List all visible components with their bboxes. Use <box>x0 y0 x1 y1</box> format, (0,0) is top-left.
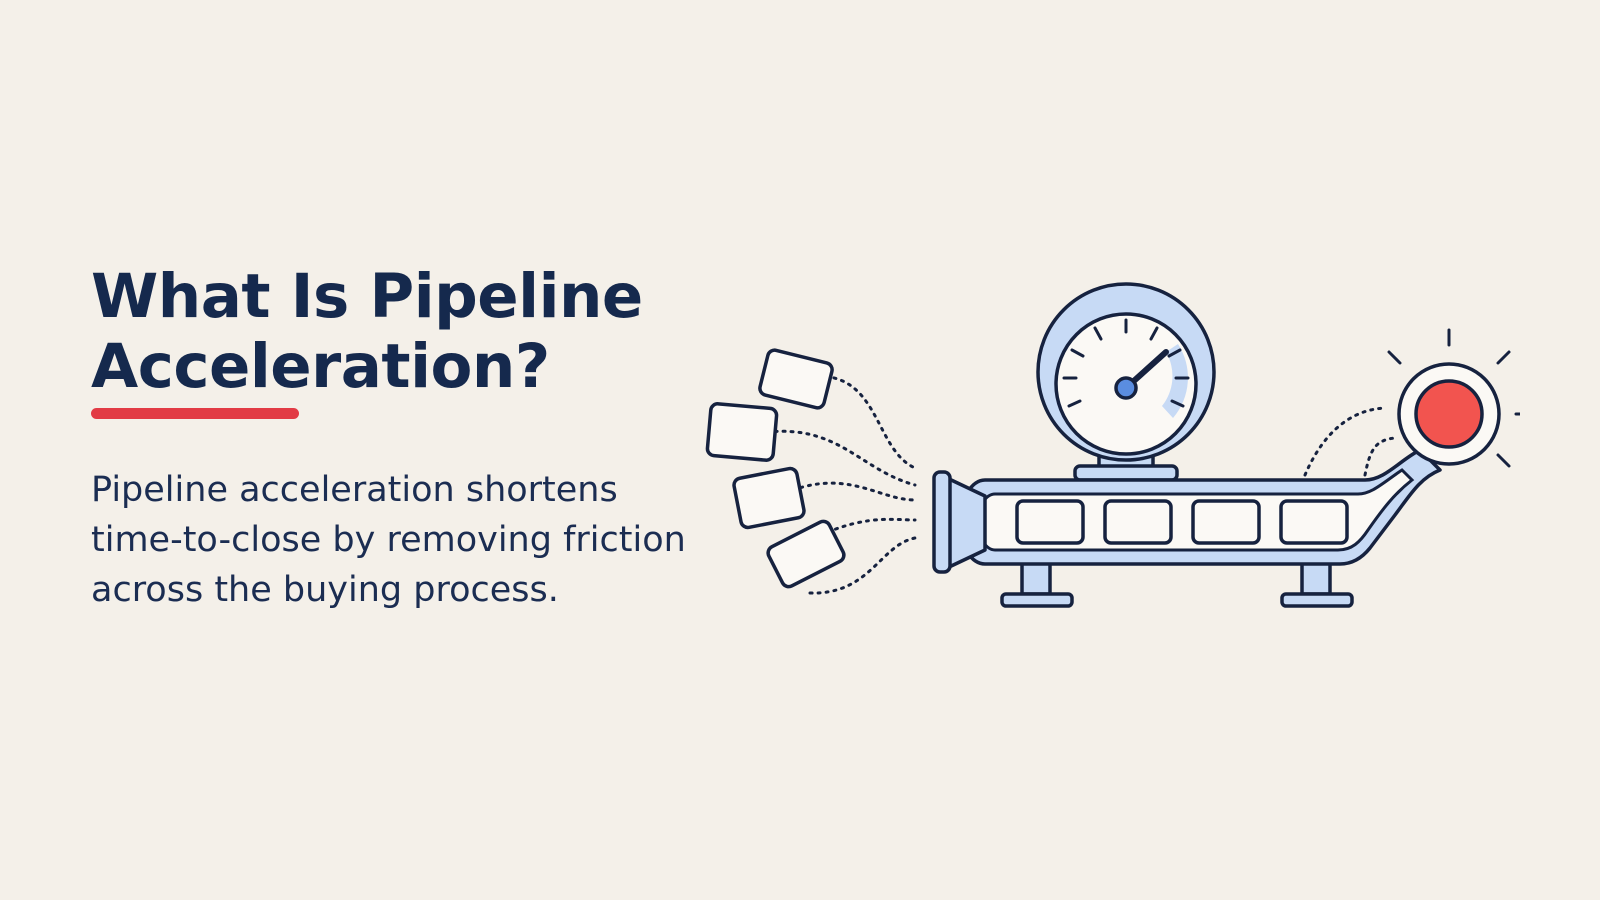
document-card-1 <box>758 348 834 410</box>
document-card-3 <box>732 466 806 530</box>
document-card-4 <box>766 519 846 589</box>
title-underline <box>91 408 299 419</box>
target-light-icon <box>1387 328 1520 468</box>
description: Pipeline acceleration shortens time-to-c… <box>91 470 686 610</box>
pipe-packets <box>1015 499 1349 545</box>
funnel-pipe-icon <box>932 470 987 574</box>
pressure-gauge-icon <box>1036 282 1216 462</box>
page-title: What Is Pipeline Acceleration? <box>91 261 643 402</box>
document-card-2 <box>705 402 779 462</box>
pipeline-acceleration-illustration <box>705 282 1520 608</box>
pipe-supports <box>1000 558 1354 608</box>
document-cards <box>705 348 846 589</box>
flow-lines <box>765 374 1397 595</box>
